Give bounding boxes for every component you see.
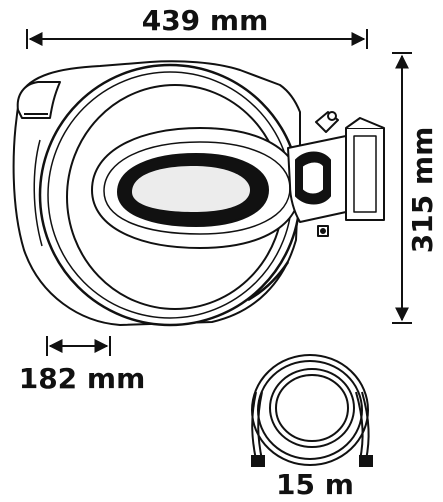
wall-bracket xyxy=(287,111,385,237)
hose-length-label: 15 m xyxy=(276,468,354,501)
depth-dimension: 182 mm xyxy=(19,336,146,395)
handle-notch xyxy=(16,81,61,119)
depth-label: 182 mm xyxy=(19,362,146,395)
width-label: 439 mm xyxy=(142,4,269,37)
height-dimension: 315 mm xyxy=(392,52,439,324)
height-label: 315 mm xyxy=(406,127,439,254)
hose-end-left xyxy=(251,455,265,467)
width-dimension: 439 mm xyxy=(26,4,368,49)
hose-end-right xyxy=(359,455,373,467)
coiled-hose-drawing xyxy=(251,354,373,467)
hose-reel-drawing xyxy=(12,60,302,327)
